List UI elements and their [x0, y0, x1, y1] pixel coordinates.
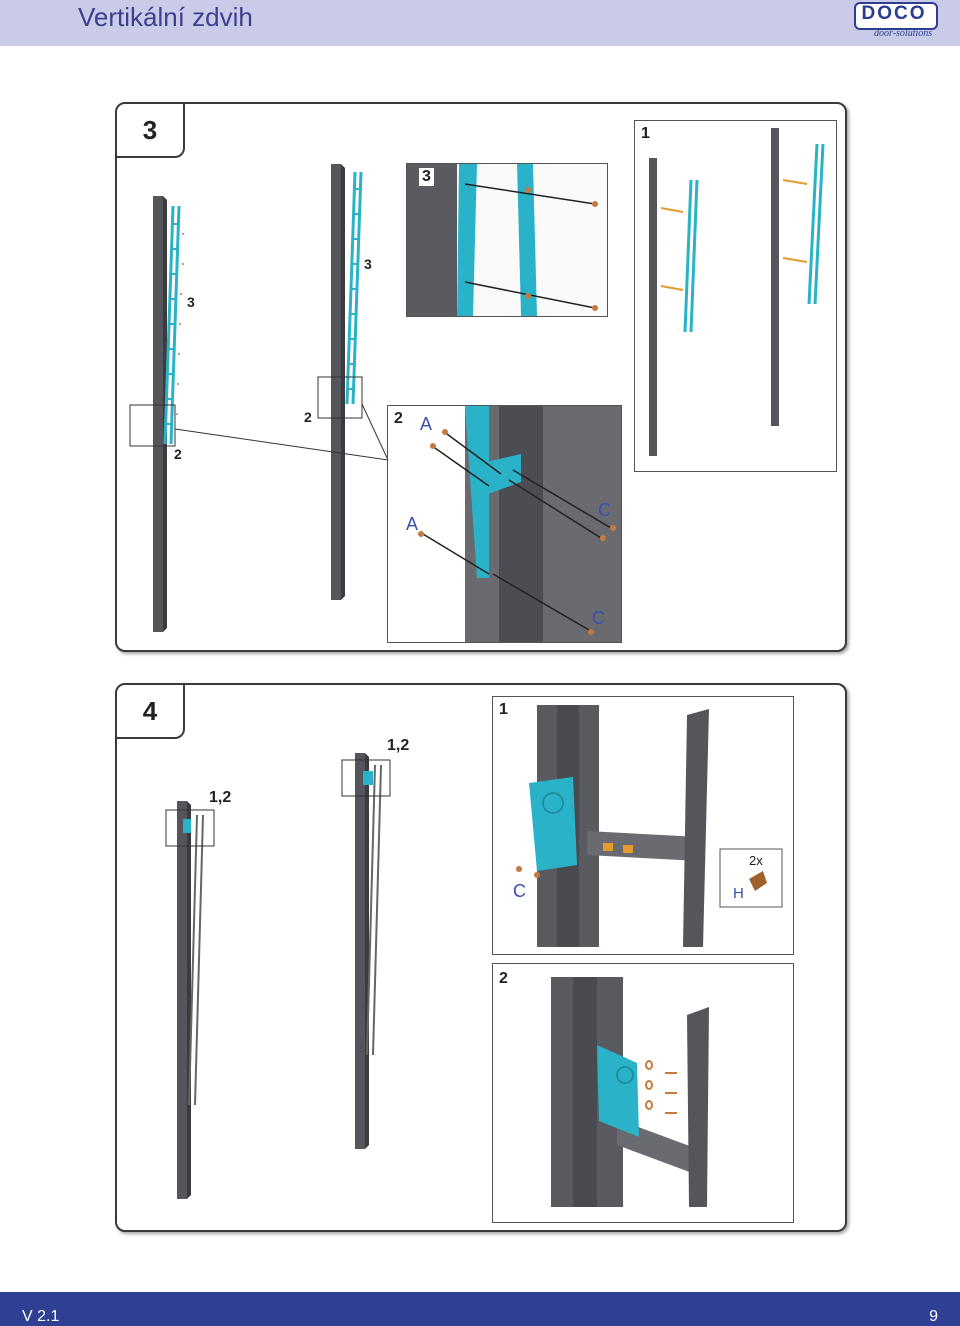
- step-3-callout-3b: 3: [364, 256, 372, 272]
- callout-H: H: [733, 885, 744, 902]
- detail-1-label: 1: [499, 701, 508, 718]
- page-header: Vertikální zdvih DOCO door-solutions: [0, 0, 960, 46]
- logo-frame: [854, 2, 938, 30]
- doco-logo: DOCO door-solutions: [848, 2, 938, 42]
- step-4-callout-12b: 1,2: [387, 737, 410, 754]
- callout-C-upper: C: [598, 500, 611, 520]
- page-number: 9: [929, 1308, 938, 1325]
- page-title: Vertikální zdvih: [78, 2, 253, 32]
- step-4-callout-12a: 1,2: [209, 789, 232, 806]
- logo-tagline: door-solutions: [874, 28, 933, 39]
- detail-2-label: 2: [499, 970, 508, 987]
- step-4-illustration: [165, 705, 783, 1207]
- step-4-detail-1: 1 C 2x H: [492, 696, 794, 955]
- callout-C-lower: C: [592, 608, 605, 628]
- step-3-detail-3: 3: [406, 163, 608, 317]
- logo-name: DOCO: [861, 3, 927, 24]
- step-4-detail-2: 2: [492, 963, 794, 1223]
- page-footer: V 2.1 9: [0, 1292, 960, 1326]
- detail-2-label: 2: [394, 410, 403, 427]
- version-label: V 2.1: [22, 1308, 60, 1325]
- step-3-callout-2b: 2: [304, 409, 312, 425]
- step-3-illustration: [129, 128, 825, 642]
- step-3-panel: 3: [115, 102, 847, 652]
- detail-3-label: 3: [419, 168, 434, 186]
- step-3-callout-3a: 3: [187, 294, 195, 310]
- quantity-label: 2x: [749, 853, 763, 868]
- callout-A-lower: A: [406, 514, 419, 534]
- step-3-detail-2: 2 A A C C: [387, 405, 622, 643]
- callout-C: C: [513, 881, 526, 901]
- step-3-detail-1: 1: [634, 120, 837, 472]
- step-3-callout-2a: 2: [174, 446, 182, 462]
- step-4-panel: 4: [115, 683, 847, 1232]
- callout-A-upper: A: [420, 414, 433, 434]
- step-4-number: 4: [117, 685, 185, 739]
- step-3-number: 3: [117, 104, 185, 158]
- detail-1-label: 1: [641, 125, 650, 142]
